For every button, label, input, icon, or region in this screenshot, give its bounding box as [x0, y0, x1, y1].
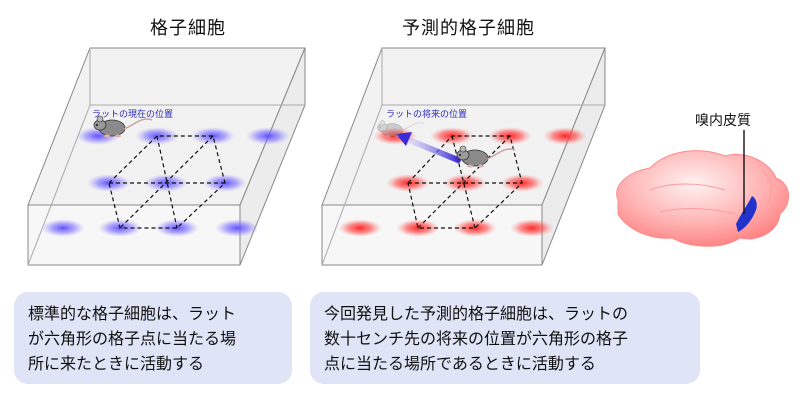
- brain-illustration: [616, 130, 789, 247]
- caption-line: 点に当たる場所であるときに活動する: [324, 354, 596, 373]
- grid-field-blue: [246, 127, 290, 145]
- entorhinal-cortex-label: 嗅内皮質: [695, 113, 751, 129]
- grid-field-red: [510, 219, 554, 237]
- future-direction-arrow: [396, 132, 461, 163]
- right-caption-box: 今回発見した予測的格子細胞は、ラットの 数十センチ先の将来の位置が六角形の格子 …: [310, 292, 700, 384]
- left-panel-title: 格子細胞: [150, 18, 226, 39]
- right-hexagonal-lattice: [407, 135, 523, 229]
- left-hexagonal-lattice: [108, 135, 226, 229]
- right-panel-title: 予測的格子細胞: [402, 18, 535, 39]
- caption-line: 所に来たときに活動する: [28, 354, 205, 373]
- caption-line: が六角形の格子点に当たる場: [28, 329, 237, 348]
- grid-field-red: [396, 219, 440, 237]
- grid-field-red: [338, 219, 382, 237]
- left-arena-box: [27, 47, 306, 266]
- grid-field-blue: [215, 219, 259, 237]
- entorhinal-cortex-region: [736, 196, 757, 232]
- grid-field-red: [543, 127, 587, 145]
- caption-line: 今回発見した予測的格子細胞は、ラットの: [324, 304, 629, 323]
- grid-field-blue: [41, 219, 85, 237]
- right-arena-box: [321, 47, 606, 266]
- caption-line: 標準的な格子細胞は、ラット: [28, 304, 237, 323]
- left-caption-box: 標準的な格子細胞は、ラット が六角形の格子点に当たる場 所に来たときに活動する: [14, 292, 292, 384]
- caption-line: 数十センチ先の将来の位置が六角形の格子: [324, 329, 629, 348]
- left-rat-label: ラットの現在の位置: [92, 108, 173, 120]
- right-rat-label: ラットの将来の位置: [386, 108, 467, 120]
